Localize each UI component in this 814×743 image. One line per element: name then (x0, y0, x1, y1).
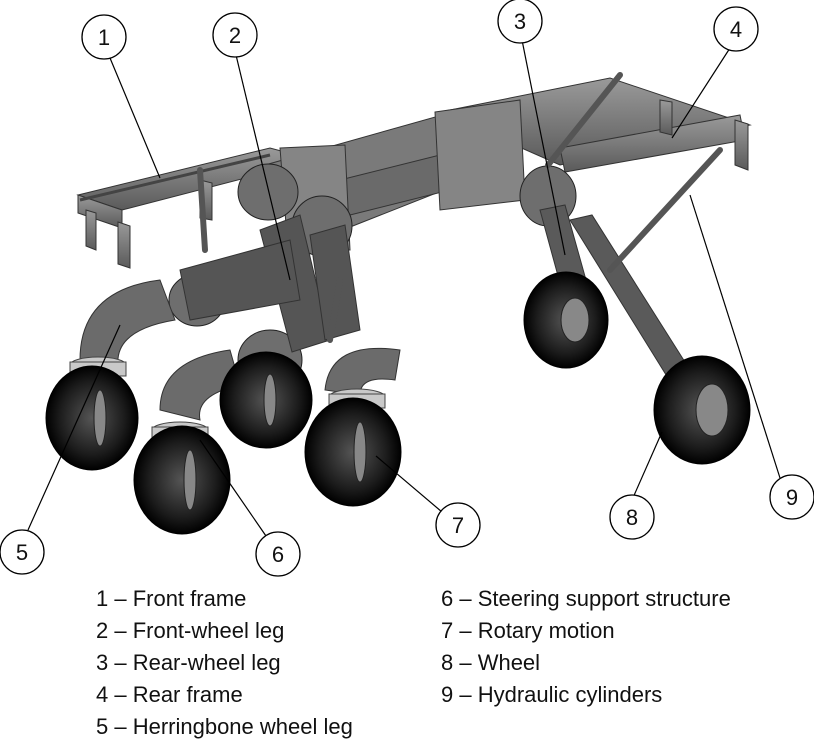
svg-text:3: 3 (514, 9, 526, 34)
svg-text:6: 6 (272, 542, 284, 567)
hydraulic-cylinders (197, 72, 723, 343)
callout-markers: 1 2 3 4 5 6 7 8 9 (0, 0, 814, 577)
callout-4: 4 (713, 6, 759, 52)
wheel-hubs (93, 297, 729, 511)
legend-item-7: 7 – Rotary motion (441, 618, 615, 643)
svg-text:7: 7 (452, 513, 464, 538)
legend-item-1: 1 – Front frame (96, 586, 247, 611)
callout-3: 3 (497, 0, 543, 44)
callout-9: 9 (769, 474, 814, 520)
herringbone-wheel-leg (79, 279, 401, 421)
legend-item-6: 6 – Steering support structure (441, 586, 731, 611)
svg-text:5: 5 (16, 540, 28, 565)
legend-item-9: 9 – Hydraulic cylinders (441, 682, 663, 707)
leader-lines (27, 39, 781, 537)
front-frame (76, 147, 317, 269)
legend-item-5: 5 – Herringbone wheel leg (96, 714, 353, 739)
legend-item-4: 4 – Rear frame (96, 682, 243, 707)
callout-1: 1 (81, 14, 127, 60)
callout-6: 6 (255, 531, 301, 577)
front-wheel-leg (179, 214, 361, 353)
svg-text:9: 9 (786, 485, 798, 510)
callout-7: 7 (435, 502, 481, 548)
svg-text:2: 2 (229, 23, 241, 48)
callout-5: 5 (0, 529, 45, 575)
legend-left-column: 1 – Front frame 2 – Front-wheel leg 3 – … (96, 583, 353, 743)
callout-2: 2 (212, 12, 258, 58)
legend-item-2: 2 – Front-wheel leg (96, 618, 285, 643)
vehicle-schematic: 1 2 3 4 5 6 7 8 9 (0, 0, 814, 577)
svg-text:8: 8 (626, 505, 638, 530)
wheel (45, 271, 751, 535)
callout-8: 8 (609, 494, 655, 540)
legend-right-column: 6 – Steering support structure 7 – Rotar… (441, 583, 731, 711)
legend-item-8: 8 – Wheel (441, 650, 541, 675)
svg-text:4: 4 (730, 17, 742, 42)
legend-item-3: 3 – Rear-wheel leg (96, 650, 281, 675)
svg-text:1: 1 (98, 25, 110, 50)
